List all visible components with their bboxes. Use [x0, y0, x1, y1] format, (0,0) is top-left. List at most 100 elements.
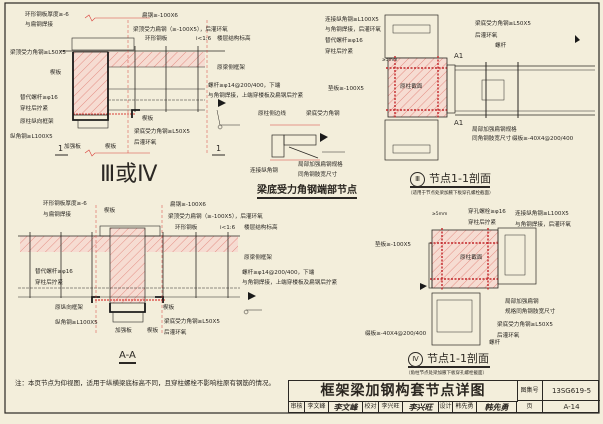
- label-col-section: 原柱截面: [400, 84, 423, 90]
- label-slope: i<1:6: [220, 225, 236, 231]
- atlas-label: 图集号: [517, 381, 543, 401]
- label-wedge: 楔板: [163, 305, 175, 311]
- page-number: A-14: [563, 403, 580, 411]
- design-label: 设计: [439, 401, 453, 413]
- section-number-badge: Ⅲ: [410, 171, 425, 187]
- checker-signature: 李兴旺: [403, 401, 439, 413]
- label-sub-bolt: 替代螺杆≥φ16: [325, 38, 363, 44]
- atlas-number: 13SG619-5: [543, 381, 600, 401]
- label-sub-bolt: 替代螺杆≥φ16: [20, 95, 58, 101]
- label-pad: 垫板≥-100X5: [328, 86, 364, 92]
- elevation-AA-title: A-A: [119, 350, 136, 364]
- label-floor-level: 楼层结构标高: [244, 225, 278, 231]
- drawing-title: 框架梁加钢构套节点详图: [289, 381, 518, 402]
- reviewer-signature: 李文峰: [329, 401, 363, 413]
- section-III-title: Ⅲ 节点1-1剖面: [410, 170, 491, 187]
- label-bottom-angle-2: 后灌环氧: [164, 330, 187, 336]
- label-col-frame: 原柱纵向框架: [20, 119, 54, 125]
- label-top-angle: 梁顶受力角钢≥L50X5: [10, 50, 66, 56]
- label-connect-angle: 连接纵角钢≥L100X5: [325, 17, 379, 23]
- label-bottom-angle-2: 后灌环氧: [475, 33, 498, 39]
- label-ring-steel: 环形钢板: [145, 36, 168, 42]
- label-top-flat: 梁顶受力扁钢（≥-100X5），后灌环氧: [133, 27, 228, 33]
- label-flat-steel: 扁钢≥-100X6: [170, 202, 206, 208]
- plan-view-linework: [55, 14, 240, 157]
- label-through-bolt-2: 穿柱后拧紧: [468, 220, 496, 226]
- label-batten: 缀板≥-40X4@200/400: [365, 331, 427, 337]
- label-sub-bolt-2: 穿柱后拧紧: [325, 49, 353, 55]
- section-mark-a1: A1: [454, 119, 464, 127]
- label-stiff-plate: 加强板: [64, 144, 81, 150]
- label-sub-bolt: 替代螺杆≥φ16: [35, 269, 73, 275]
- checker-name: 李兴旺: [379, 401, 403, 413]
- label-dim: ≥5mm: [432, 212, 448, 217]
- section-cut-mark: 1: [216, 144, 222, 153]
- label-through-bolt: 穿孔螺栓≥φ16: [468, 209, 506, 215]
- section-III-linework: [384, 14, 595, 161]
- label-col-section: 原柱截面: [460, 255, 483, 261]
- label-wedge: 楔板: [142, 116, 154, 122]
- sheet-border: [4, 2, 600, 414]
- label-beam-side: 原梁侧框架: [217, 65, 245, 71]
- label-reinforce-2: 同角钢肢宽尺寸: [472, 136, 512, 142]
- elevation-AA-linework: [18, 205, 262, 335]
- label-bolt: 螺杆: [495, 43, 507, 49]
- section-cut-mark: 1: [58, 144, 64, 153]
- label-connect-angle-2: 与角钢焊接，后灌环氧: [325, 27, 381, 33]
- reviewer-name: 李文峰: [305, 401, 329, 413]
- section-number-badge: Ⅳ: [408, 351, 423, 367]
- label-ring-plate: 环形钢板厚度≥-6: [25, 12, 69, 18]
- label-connect-angle-2: 与角钢焊接，后灌环氧: [515, 222, 571, 228]
- label-floor-level: 楼层结构标高: [217, 36, 251, 42]
- label-wedge: 楔板: [147, 328, 159, 334]
- section-title-text: 节点1-1剖面: [429, 172, 491, 185]
- section-IV-linework: [420, 227, 537, 346]
- review-label: 审核: [289, 401, 305, 413]
- label-batten: 缀板≥-40X4@200/400: [512, 136, 574, 142]
- title-underline: [408, 366, 490, 368]
- label-wedge: 楔板: [50, 70, 62, 76]
- label-beam-side: 原梁侧框架: [244, 255, 272, 261]
- label-ring-steel: 环形钢板: [175, 225, 198, 231]
- label-flat-steel: 扁钢≥-100X6: [142, 13, 178, 19]
- label-bolt: 螺杆≥φ14@200/400，下端: [242, 270, 315, 276]
- label-bottom-angle: 梁底受力角钢≥L50X5: [164, 319, 220, 325]
- label-bottom-angle: 梁底受力角钢: [306, 111, 340, 117]
- end-node-detail-title: 梁底受力角钢端部节点: [257, 181, 357, 199]
- label-slope: i<1:6: [196, 36, 212, 42]
- label-bottom-angle-2: 后灌环氧: [134, 140, 157, 146]
- check-label: 校对: [363, 401, 379, 413]
- label-long-frame: 原纵向框架: [55, 305, 83, 311]
- label-wedge: 楔板: [105, 144, 117, 150]
- label-bolt-2: 与角钢焊接，上端穿楼板及扁钢后拧紧: [208, 93, 304, 99]
- label-reinforce-2: 同角钢肢宽尺寸: [298, 172, 338, 178]
- label-bottom-angle: 梁底受力角钢≥L50X5: [475, 21, 531, 27]
- label-col-edge: 原柱侧边线: [258, 111, 286, 117]
- section-mark-a1: A1: [454, 52, 464, 60]
- page-label: 页: [517, 401, 543, 413]
- label-reinforce-2: 规格同角钢肢宽尺寸: [505, 309, 556, 315]
- label-sub-bolt-2: 穿柱后拧紧: [35, 280, 63, 286]
- designer-name: 韩先勇: [453, 401, 477, 413]
- label-dim: ≥5mm: [382, 58, 398, 63]
- label-ring-plate: 环形钢板厚度≥-6: [43, 201, 87, 207]
- label-reinforce: 局部加强扁钢规格: [298, 162, 343, 168]
- label-long-angle: 纵角钢≥L100X5: [10, 134, 53, 140]
- label-bottom-angle: 梁底受力角钢≥L50X5: [497, 322, 553, 328]
- label-connect-angle: 连接纵角钢: [250, 168, 278, 174]
- label-connect-angle: 连接纵角钢≥L100X5: [515, 211, 569, 217]
- label-bolt: 螺杆: [489, 340, 501, 346]
- label-pad: 垫板≥-100X5: [375, 242, 411, 248]
- label-ring-plate-weld: 与扁钢焊接: [43, 212, 71, 218]
- label-stiff-plate: 加强板: [115, 328, 132, 334]
- drawing-note: 注：本页节点为仰视图，适用于纵横梁底标高不同，且穿柱螺栓不影响柱原有钢筋的情况。: [15, 379, 275, 387]
- label-wedge: 楔板: [104, 208, 116, 214]
- end-node-detail-linework: [270, 124, 345, 161]
- label-reinforce: 局部加强扁钢规格: [472, 127, 517, 133]
- label-ring-plate-weld: 与扁钢焊接: [25, 22, 53, 28]
- label-reinforce: 局部加强扁钢: [505, 299, 539, 305]
- plan-view-title: Ⅲ或Ⅳ: [100, 162, 158, 187]
- label-bolt: 螺杆≥φ14@200/400，下端: [208, 83, 281, 89]
